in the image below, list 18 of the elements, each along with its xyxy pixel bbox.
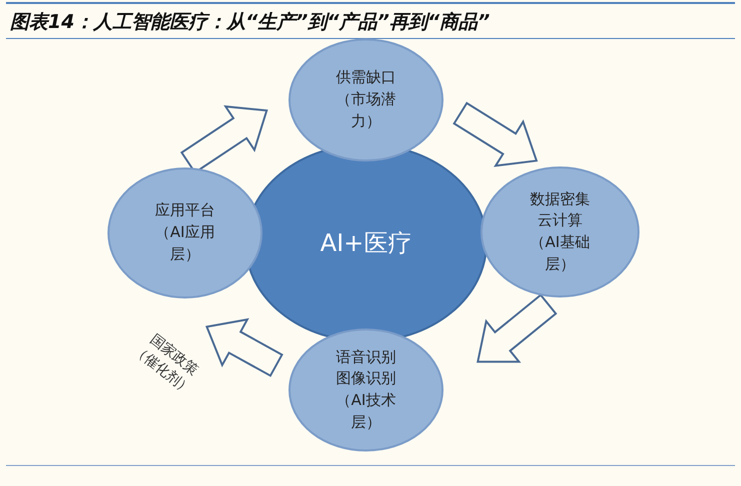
topic-circle <box>107 167 263 299</box>
topic-circle <box>288 38 444 162</box>
topic-label: （AI技术层） <box>335 390 397 433</box>
topic-label: （市场潜力） <box>335 89 397 132</box>
topic-label: 应用平台 <box>155 200 215 222</box>
topic-label: （AI基础层） <box>529 232 591 275</box>
topic-label: 供需缺口 <box>336 67 396 88</box>
topic-label: （AI应用层） <box>154 222 216 265</box>
block-arrow <box>476 294 558 363</box>
block-arrow <box>205 318 284 378</box>
topic-circle <box>288 328 444 452</box>
edge-label: 国家政策（催化剂） <box>128 330 202 400</box>
block-arrow <box>452 102 538 168</box>
title: 图表14：人工智能医疗：从“生产”到“产品”再到“商品” <box>10 10 490 35</box>
topic-label: 数据密集云计算 <box>529 188 591 232</box>
topic-circle <box>480 166 640 298</box>
topic-label: 语音识别图像识别 <box>335 346 397 390</box>
center-label: AI+医疗 <box>320 228 412 259</box>
